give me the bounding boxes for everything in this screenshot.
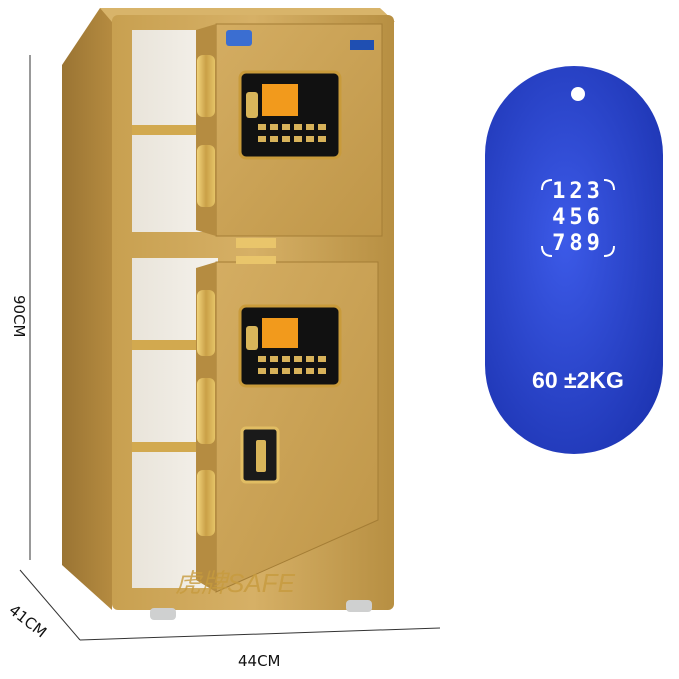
weight-tag: 123 456 789 60 ±2KG	[485, 66, 663, 454]
lower-door	[196, 256, 379, 593]
label-sticker-icon	[350, 40, 374, 50]
keypad-row: 789	[552, 231, 604, 256]
weight-label: 60 ±2KG	[532, 367, 624, 393]
depth-label: 41CM	[6, 601, 51, 641]
keypad-icon	[258, 356, 326, 374]
hinge	[197, 55, 215, 117]
keypad-icon	[258, 124, 326, 142]
width-label: 44CM	[238, 652, 281, 670]
height-label: 90CM	[10, 295, 28, 338]
display-screen	[262, 84, 298, 116]
brand-badge-icon	[226, 30, 252, 46]
lock-knob-icon	[246, 326, 258, 350]
upper-door	[196, 23, 383, 248]
tag-hole	[571, 87, 585, 101]
dimension-lines	[19, 55, 441, 641]
brand-text: 虎牌SAFE	[175, 568, 296, 598]
hinge	[197, 378, 215, 444]
hinge	[197, 145, 215, 207]
lock-knob-icon	[246, 92, 258, 118]
keypad-icon	[541, 179, 615, 257]
keypad-row: 456	[552, 205, 604, 230]
display-screen	[262, 318, 298, 348]
keypad-row: 123	[552, 179, 604, 204]
hinge	[197, 470, 215, 536]
hinge	[197, 290, 215, 356]
